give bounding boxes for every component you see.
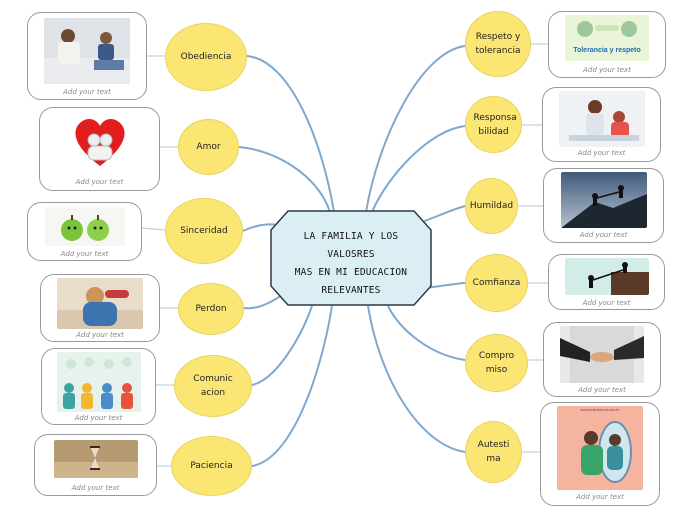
node-autestima[interactable]: Autesti ma [465,421,522,483]
image-card-amor[interactable]: Add your text [39,107,160,191]
node-obediencia[interactable]: Obediencia [165,23,247,91]
card-caption: Add your text [576,493,624,501]
node-perdon[interactable]: Perdon [178,283,244,335]
card-caption: Add your text [579,231,628,239]
climb-help-image [564,258,649,295]
node-humildad[interactable]: Humildad [465,178,518,234]
image-card-paciencia[interactable]: Add your text [34,434,157,496]
node-comfianza[interactable]: Comfianza [465,254,528,312]
node-respeto-y-tolerancia[interactable]: Respeto y tolerancia [465,11,531,77]
node-comunicacion[interactable]: Comunic acion [174,355,252,417]
card-caption: Add your text [74,414,123,422]
apples-image [44,207,125,246]
image-card-compromiso[interactable]: Add your text [543,322,661,397]
heart-hug-image [68,116,131,168]
image-card-sinceridad[interactable]: Add your text [27,202,142,261]
card-caption: Add your text [76,331,124,339]
handshake-image [560,326,644,383]
family-photo-image [44,18,130,84]
card-caption: Add your text [60,250,109,258]
node-label: Responsa bilidad [473,112,517,137]
autestima-site-text: www.ecieodencia.com.br [580,408,620,412]
hug-photo-image [57,278,143,329]
node-label: Perdon [195,304,227,314]
self-love-mirror-image: www.ecieodencia.com.br [557,406,643,490]
node-responsabilidad[interactable]: Responsa bilidad [465,96,522,153]
image-card-comfianza[interactable]: Add your text [548,254,665,310]
card-caption: Add your text [71,484,120,492]
card-caption: Add your text [63,88,111,96]
node-compromiso[interactable]: Compro miso [465,334,528,392]
central-topic[interactable]: La familia y los valosres mas en mi educ… [270,210,432,306]
helping-hand-image [560,172,647,228]
tolerancia-banner-text: Tolerancia y respeto [573,47,641,54]
people-talking-image [56,352,141,412]
image-card-respeto[interactable]: Tolerancia y respeto Add your text [548,11,666,78]
card-caption: Add your text [75,178,124,186]
node-label: Amor [196,142,221,152]
card-caption: Add your text [583,66,631,74]
central-topic-line-2: mas en mi educacion [294,267,408,278]
image-card-responsabilidad[interactable]: Add your text [542,87,661,162]
mother-daughter-image [558,91,645,147]
card-caption: Add your text [582,299,631,307]
card-caption: Add your text [578,386,626,394]
node-label: Comfianza [472,278,521,288]
node-label: Respeto y tolerancia [475,32,521,56]
hourglass-image [53,440,138,478]
node-paciencia[interactable]: Paciencia [171,436,252,496]
node-amor[interactable]: Amor [178,119,239,175]
node-label: Humildad [469,201,514,211]
image-card-humildad[interactable]: Add your text [543,168,664,243]
node-sinceridad[interactable]: Sinceridad [165,198,243,264]
node-label: Comunic acion [193,374,233,398]
node-label: Autesti ma [477,440,510,464]
node-label: Compro miso [478,351,515,375]
card-caption: Add your text [577,149,626,157]
node-label: Obediencia [180,52,232,62]
central-topic-line-3: relevantes [321,285,381,296]
tolerancia-banner-image: Tolerancia y respeto [565,15,649,61]
image-card-obediencia[interactable]: Add your text [27,12,147,100]
image-card-comunicacion[interactable]: Add your text [41,348,156,425]
image-card-perdon[interactable]: Add your text [40,274,160,342]
image-card-autestima[interactable]: www.ecieodencia.com.br Add your text [540,402,660,506]
node-label: Sinceridad [180,226,228,236]
node-label: Paciencia [190,461,233,471]
central-topic-line-1: La familia y los valosres [303,231,399,260]
